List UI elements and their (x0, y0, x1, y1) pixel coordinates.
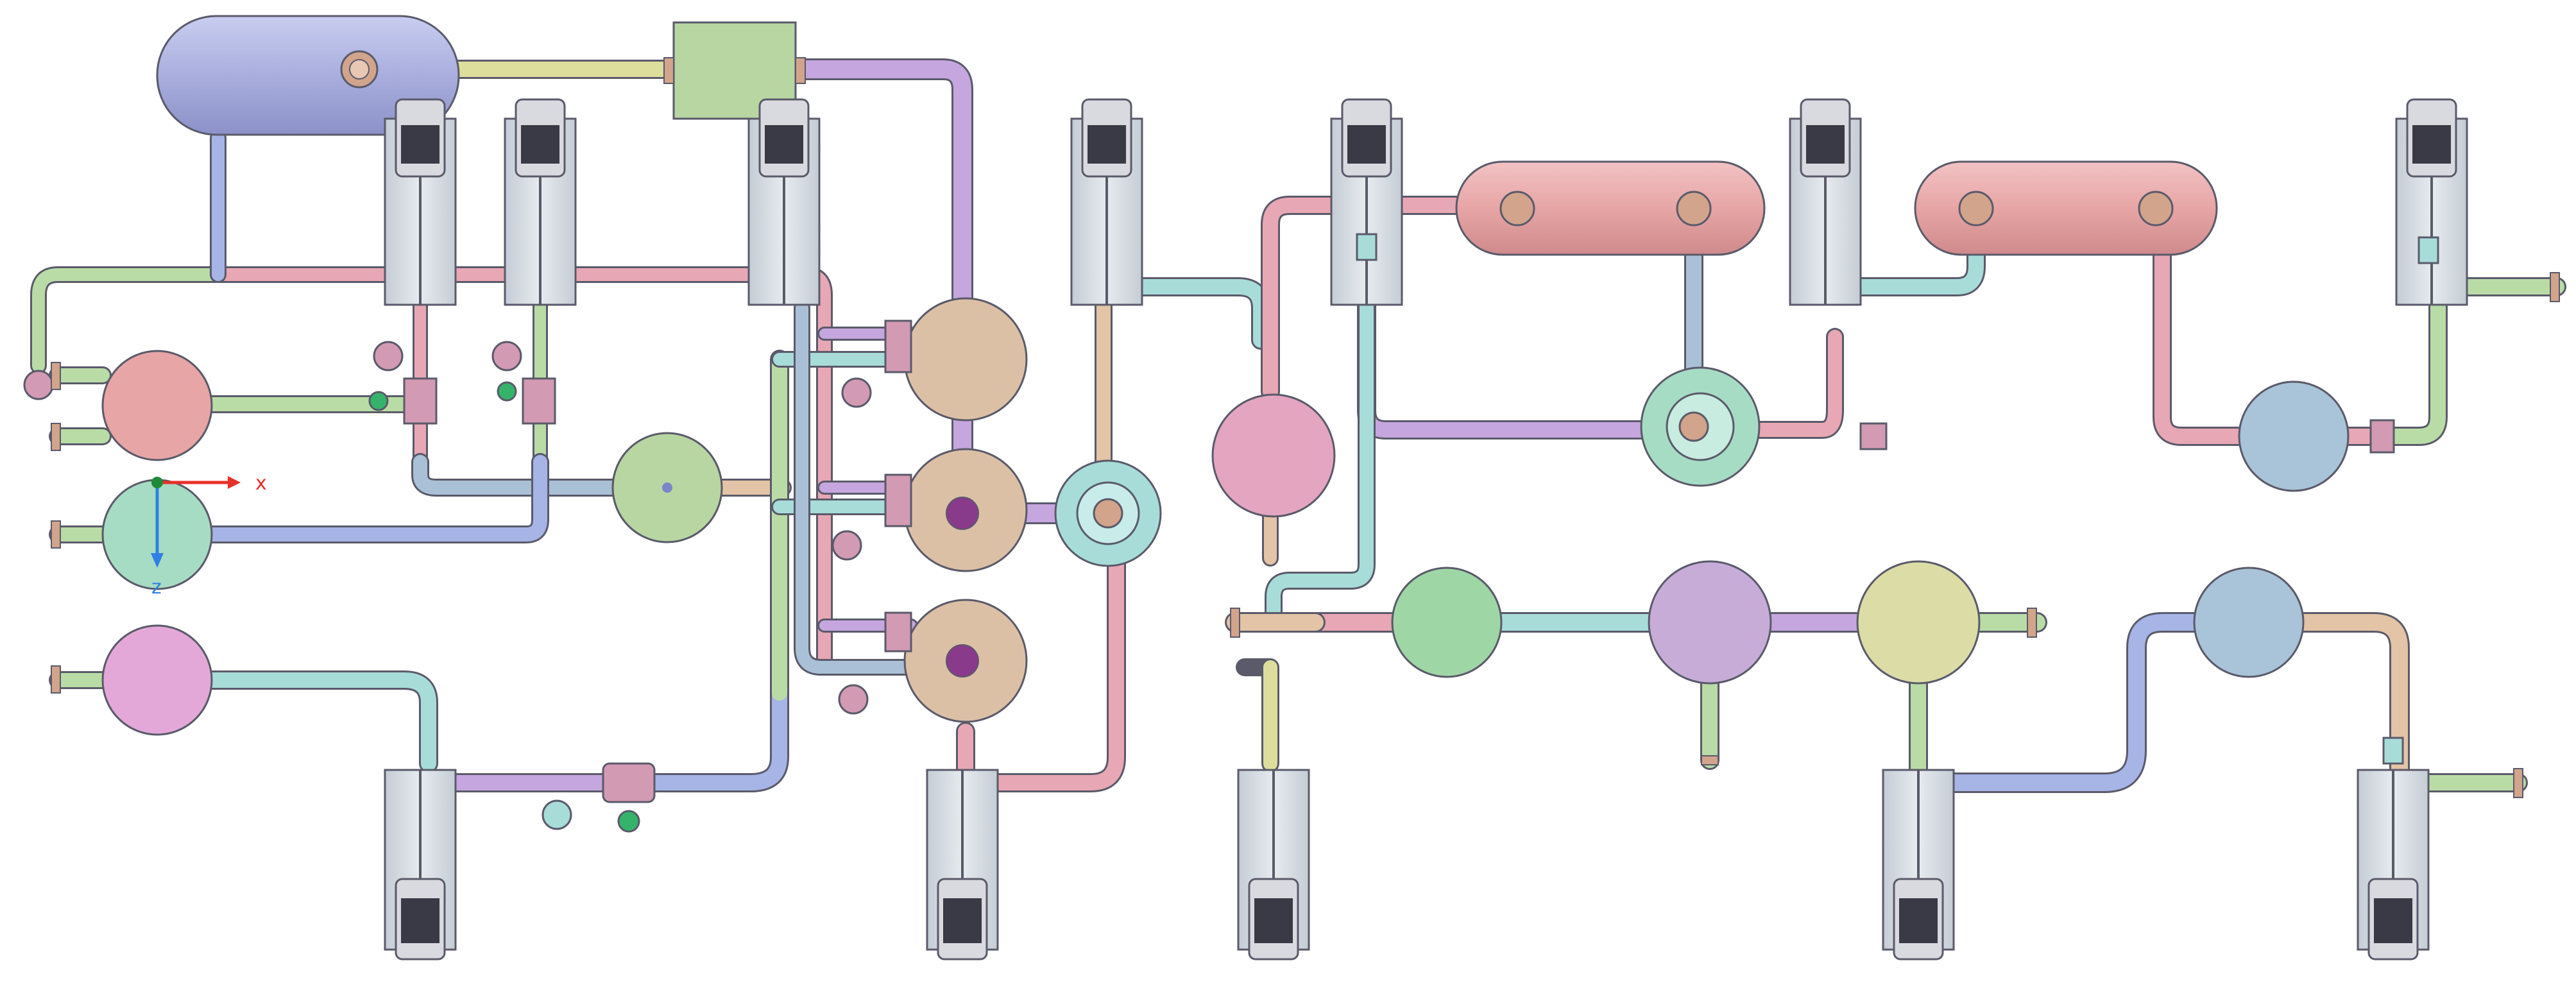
flanges (51, 272, 2560, 798)
pipe-box-purple-down (785, 58, 1121, 524)
pump-top-5[interactable] (1330, 98, 1403, 306)
valve-handwheel[interactable] (832, 474, 912, 561)
valves (23, 233, 2439, 833)
vessels (101, 297, 2350, 736)
valve-inline[interactable] (2418, 236, 2439, 264)
valve-handwheel[interactable] (838, 611, 912, 715)
tank-far-right[interactable] (1914, 160, 2218, 256)
pump-bottom-3[interactable] (1237, 769, 1310, 960)
vessel-tan-1[interactable] (903, 297, 1028, 422)
pump-top-3[interactable] (747, 98, 821, 306)
tank-nozzle (1958, 191, 1994, 226)
pumps-bottom (384, 769, 2430, 960)
axis-origin (151, 477, 163, 488)
tank-top-left[interactable] (156, 15, 460, 136)
tank-nozzle (1499, 191, 1535, 226)
pump-top-6[interactable] (1789, 98, 1862, 306)
axis-x-arrowhead (228, 476, 241, 489)
tank-nozzle (1676, 191, 1712, 226)
axis-z-label: z (151, 576, 162, 599)
pipe-green-left-loop (30, 266, 226, 374)
vessel-purple-2[interactable] (1648, 560, 1772, 685)
pipe-bottom-purple (419, 350, 789, 792)
pumps-top (384, 98, 2468, 306)
axis-x-label: x (255, 472, 267, 495)
vessel-green-2[interactable] (1391, 567, 1503, 678)
vessel-pink-center[interactable] (1211, 393, 1336, 518)
vessel-olive-2[interactable] (1856, 560, 1981, 685)
valve-green-actuator[interactable] (542, 799, 640, 833)
pump-bottom-5[interactable] (2357, 769, 2430, 960)
pipe-network (30, 58, 2566, 793)
pump-top-7[interactable] (2395, 98, 2468, 306)
pump-top-4[interactable] (1070, 98, 1143, 306)
vessel-blue-right[interactable] (2238, 380, 2350, 492)
vessel-red[interactable] (101, 350, 213, 461)
pump-bottom-4[interactable] (1882, 769, 1955, 960)
pump-top-2[interactable] (504, 98, 577, 306)
tank-nozzle (2138, 191, 2174, 226)
pipe-teal-pink-vessel (202, 670, 438, 773)
valve-handwheel[interactable] (373, 341, 438, 425)
valve-handwheel[interactable] (491, 341, 556, 425)
valve-inline[interactable] (2369, 419, 2395, 454)
tank-mid-right[interactable] (1455, 160, 1766, 256)
valve-handwheel[interactable] (23, 370, 54, 400)
valve-handwheel[interactable] (841, 320, 912, 408)
pump-top-1[interactable] (384, 98, 457, 306)
axis-triad: x z (151, 472, 267, 599)
valve-inline[interactable] (602, 762, 656, 803)
valve-green-actuator[interactable] (368, 381, 517, 411)
valve-inline[interactable] (1859, 422, 1888, 450)
pump-bottom-1[interactable] (384, 769, 457, 960)
axis-z-arrowhead (151, 553, 164, 568)
valve-inline[interactable] (2382, 737, 2404, 765)
pump-bottom-2[interactable] (926, 769, 999, 960)
vessel-pink[interactable] (101, 624, 213, 736)
pipe-red-header (210, 266, 833, 676)
vessel-blue-2[interactable] (2193, 567, 2305, 678)
valve-inline[interactable] (1356, 233, 1378, 261)
